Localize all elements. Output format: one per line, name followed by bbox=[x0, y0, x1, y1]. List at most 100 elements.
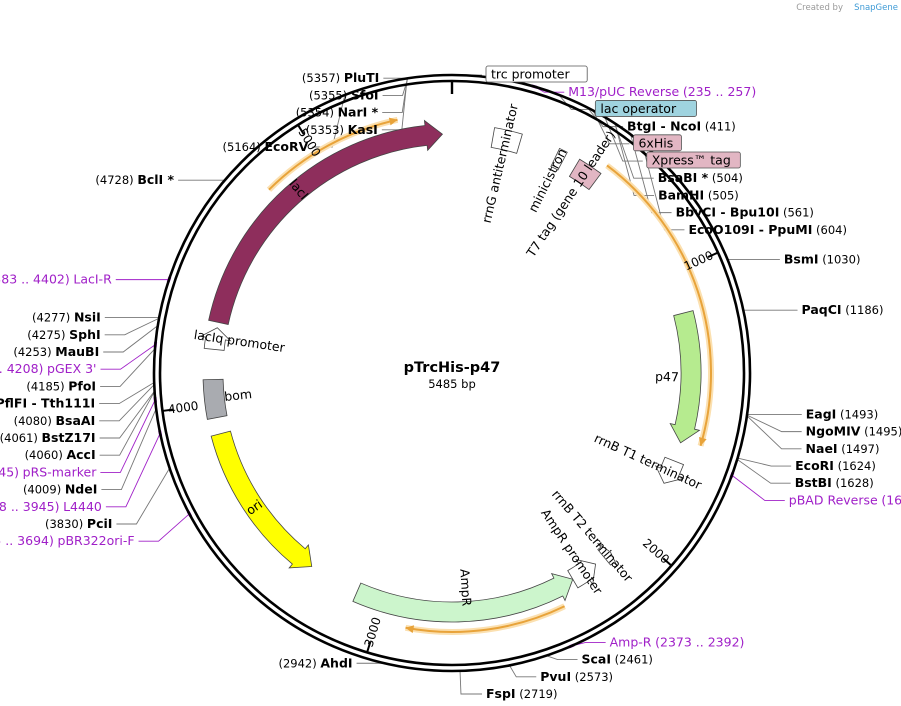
leader-pfoi bbox=[100, 348, 156, 387]
leader-xpress-tag bbox=[604, 116, 643, 162]
leader-pcii bbox=[116, 467, 170, 525]
orf-arc-2 bbox=[268, 118, 398, 191]
site-label-pfoi: (4185) PfoI bbox=[26, 378, 96, 393]
site-text-l4440: (3928 .. 3945) L4440 bbox=[0, 499, 102, 514]
leader-naei bbox=[746, 415, 802, 450]
site-label-trc-promoter: trc promoter bbox=[485, 65, 588, 83]
site-text-pbad-reverse: pBAD Reverse (1669 .. 1686) bbox=[789, 492, 901, 507]
site-name-pbr322ori-f: pBR322ori-F bbox=[58, 533, 135, 548]
site-pos-bsmi: (1030) bbox=[822, 252, 860, 266]
site-name-btgi: BtgI bbox=[627, 119, 656, 134]
leader-ngomiv bbox=[746, 414, 802, 433]
site-pos-bsabi: (504) bbox=[712, 171, 743, 185]
site-name-maubi: MauBI bbox=[55, 344, 99, 359]
site-name-kasi: KasI bbox=[348, 122, 378, 137]
site-text-paqci: PaqCI (1186) bbox=[802, 302, 884, 317]
site-pos-pcii: (3830) bbox=[45, 517, 83, 531]
site-name-bbvci: BbvCI bbox=[676, 205, 716, 220]
site-name-prs-marker: pRS-marker bbox=[23, 464, 98, 479]
leader-ecorv bbox=[312, 94, 346, 148]
leader-pflfi bbox=[99, 382, 155, 405]
feature-minicistron bbox=[550, 147, 568, 171]
site-label-bbvci: BbvCI - Bpu10I (561) bbox=[676, 205, 814, 220]
feature-label-ampr: AmpR bbox=[457, 568, 474, 606]
site-name-bsmi: BsmI bbox=[784, 251, 819, 266]
site-label-ndei: (4009) NdeI bbox=[23, 482, 97, 497]
site-text-laci-r: (4383 .. 4402) LacI-R bbox=[0, 272, 112, 287]
site-text-acci: (4060) AccI bbox=[25, 447, 96, 462]
tick-mark-1000 bbox=[707, 251, 719, 258]
site-pos-btgi: (411) bbox=[705, 120, 736, 134]
site-name-sfoi: SfoI bbox=[351, 87, 379, 102]
site-text-bcli: (4728) BclI * bbox=[95, 172, 174, 187]
site-name-pgex-3: pGEX 3' bbox=[47, 361, 96, 376]
site-text-fspi: FspI (2719) bbox=[486, 686, 557, 701]
leader-pvui bbox=[509, 665, 537, 678]
feature-p47 bbox=[669, 310, 702, 444]
site-text-ngomiv: NgoMIV (1495) bbox=[806, 424, 901, 439]
leader-acci bbox=[99, 391, 155, 456]
site-text-pvui: PvuI (2573) bbox=[540, 669, 613, 684]
leader-lac-operator bbox=[558, 94, 592, 110]
site-text-m13-puc-reverse: M13/pUC Reverse (235 .. 257) bbox=[568, 84, 756, 99]
tick-label-3000: 3000 bbox=[362, 616, 384, 649]
site-pos-pluti: (5357) bbox=[302, 71, 340, 85]
site-pos-pgex-3: (4186 .. 4208) bbox=[0, 361, 43, 376]
leader-bsaai bbox=[99, 384, 155, 422]
feature-label-bom: bom bbox=[224, 386, 253, 404]
leader-scai bbox=[546, 655, 578, 661]
site-pos-bbvci: (561) bbox=[783, 206, 814, 220]
site-pos-amp-r: (2373 .. 2392) bbox=[655, 634, 744, 649]
site-label-6xhis: 6xHis bbox=[633, 134, 682, 152]
site-name-bstz17i: BstZ17I bbox=[42, 430, 96, 445]
leader-maubi bbox=[103, 325, 159, 353]
site-name-fspi: FspI bbox=[486, 686, 516, 701]
site-name2-bbvci: Bpu10I bbox=[730, 205, 779, 220]
site-name-ecorv: EcoRV bbox=[264, 139, 308, 154]
site-text-amp-r: Amp-R (2373 .. 2392) bbox=[610, 634, 745, 649]
site-label-pbr322ori-f: (3675 .. 3694) pBR322ori-F bbox=[0, 533, 135, 548]
site-label-ngomiv: NgoMIV (1495) bbox=[806, 424, 901, 439]
site-text-maubi: (4253) MauBI bbox=[13, 344, 99, 359]
site-text-pgex-3: (4186 .. 4208) pGEX 3' bbox=[0, 361, 97, 376]
feature-bom bbox=[202, 378, 228, 420]
site-text-pbr322ori-f: (3675 .. 3694) pBR322ori-F bbox=[0, 533, 135, 548]
site-label-acci: (4060) AccI bbox=[25, 447, 96, 462]
site-name-nari: NarI * bbox=[338, 105, 379, 120]
site-label-scai: ScaI (2461) bbox=[582, 652, 653, 667]
site-label-paqci: PaqCI (1186) bbox=[802, 302, 884, 317]
site-label-pcii: (3830) PciI bbox=[45, 516, 112, 531]
feature-laciq-promoter bbox=[199, 327, 232, 351]
tick-label-1000: 1000 bbox=[682, 248, 716, 273]
tick-mark-2000 bbox=[662, 557, 673, 567]
feature-rrng-antiterminator bbox=[490, 127, 523, 154]
site-label-naei: NaeI (1497) bbox=[806, 441, 880, 456]
tick-mark-4000 bbox=[162, 408, 174, 412]
orf-arc-1 bbox=[405, 605, 566, 633]
feature-label-laciq-promoter: lacIq promoter bbox=[193, 327, 287, 355]
site-name-ngomiv: NgoMIV bbox=[806, 424, 861, 439]
site-name-lac-operator: lac operator bbox=[600, 101, 677, 116]
site-label-ecorv: (5164) EcoRV bbox=[223, 139, 309, 154]
site-pos-ngomiv: (1495) bbox=[864, 425, 901, 439]
site-label-amp-r: Amp-R (2373 .. 2392) bbox=[610, 634, 745, 649]
site-pos-pbad-reverse: (1669 .. 1686) bbox=[881, 492, 901, 507]
feature-ampr-promoter bbox=[567, 558, 597, 589]
site-pos-bamhi: (505) bbox=[708, 188, 739, 202]
site-text-sfoi: (5355) SfoI bbox=[309, 87, 379, 102]
site-label-btgi: BtgI - NcoI (411) bbox=[627, 119, 736, 134]
site-box-6xhis bbox=[633, 134, 682, 152]
feature-rrnb-t2-terminator bbox=[597, 542, 618, 567]
site-pos-nsii: (4277) bbox=[32, 311, 70, 325]
site-label-prs-marker: (4026 .. 4045) pRS-marker bbox=[0, 464, 97, 479]
site-label-kasi: (5353) KasI bbox=[306, 122, 378, 137]
site-text-ndei: (4009) NdeI bbox=[23, 482, 97, 497]
site-name2-pflfi: Tth111I bbox=[41, 396, 95, 411]
leader-prs-marker bbox=[100, 399, 156, 473]
site-name2-ecoo109i: PpuMI bbox=[768, 222, 812, 237]
site-label-pluti: (5357) PluTI bbox=[302, 70, 379, 85]
site-pos-sphi: (4275) bbox=[27, 328, 65, 342]
site-text-bamhi: BamHI (505) bbox=[658, 187, 739, 202]
leader-pbad-reverse bbox=[731, 474, 785, 501]
site-name-amp-r: Amp-R bbox=[610, 634, 652, 649]
